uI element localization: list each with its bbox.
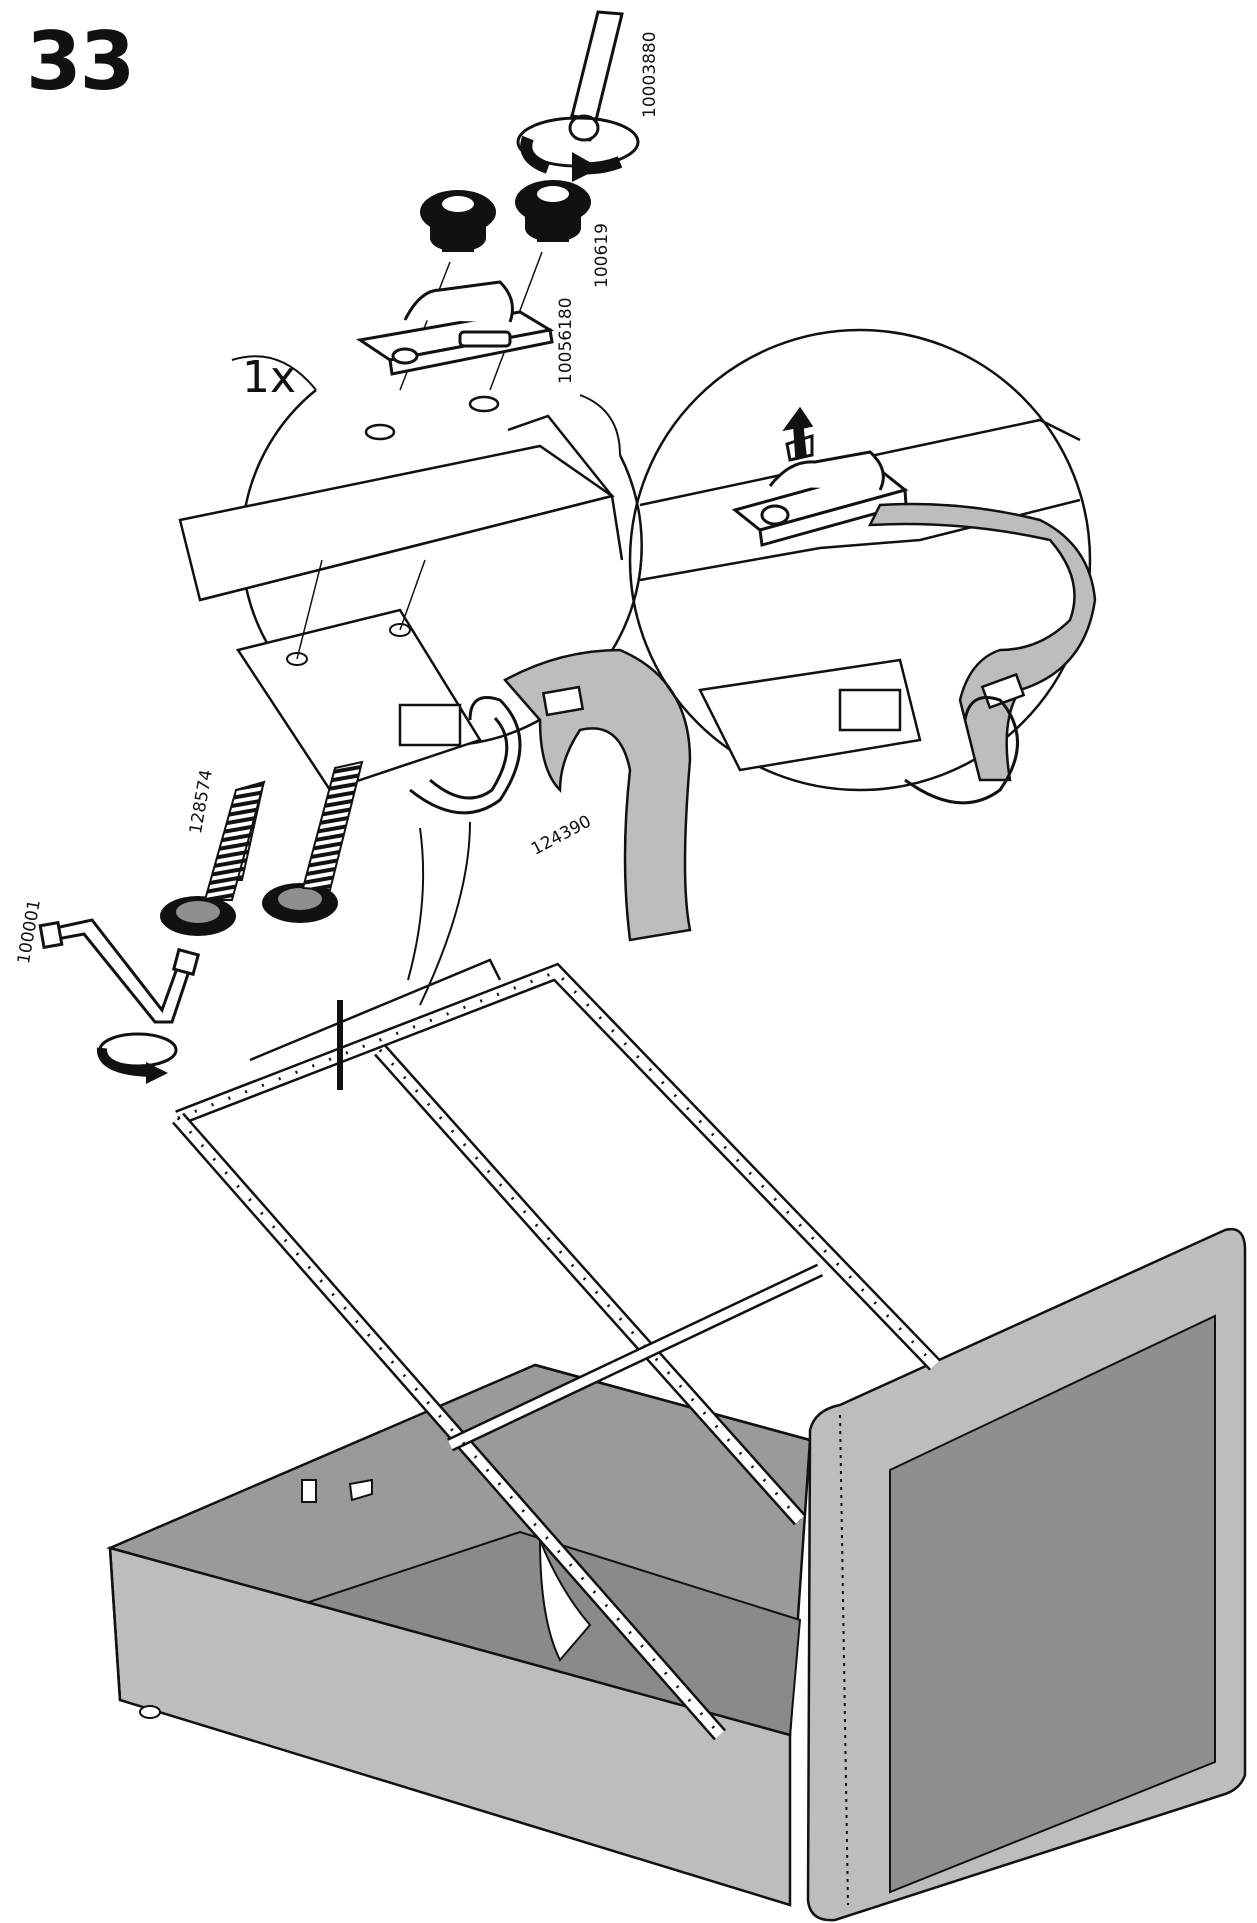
bolt-icon [160, 780, 266, 936]
step-number: 33 [26, 15, 135, 108]
buckle-bracket-icon [356, 280, 555, 376]
bolt-icon [262, 760, 364, 923]
part-number-cap-screw: 100619 [592, 223, 612, 288]
allen-key-icon [38, 918, 201, 1024]
cap-screw-icon [515, 180, 591, 242]
detail-circle-left [178, 355, 643, 792]
cap-screw-icon [420, 190, 496, 252]
screwdriver-icon [568, 10, 624, 142]
strap-hook-icon [409, 696, 522, 815]
part-number-buckle-bracket: 10056180 [556, 297, 576, 384]
strap-hook-icon [904, 696, 1019, 805]
buckle-bracket-icon [731, 433, 909, 547]
bed-frame-icon [106, 958, 1247, 1922]
quantity-label: 1x [242, 352, 297, 403]
rotation-arrow-icon [516, 116, 640, 182]
detail-circle-right [628, 328, 1092, 792]
part-number-screwdriver: 10003880 [640, 31, 660, 118]
strap-icon [503, 648, 692, 942]
rotation-arrow-icon [97, 1032, 178, 1084]
up-arrow-icon [782, 406, 814, 459]
